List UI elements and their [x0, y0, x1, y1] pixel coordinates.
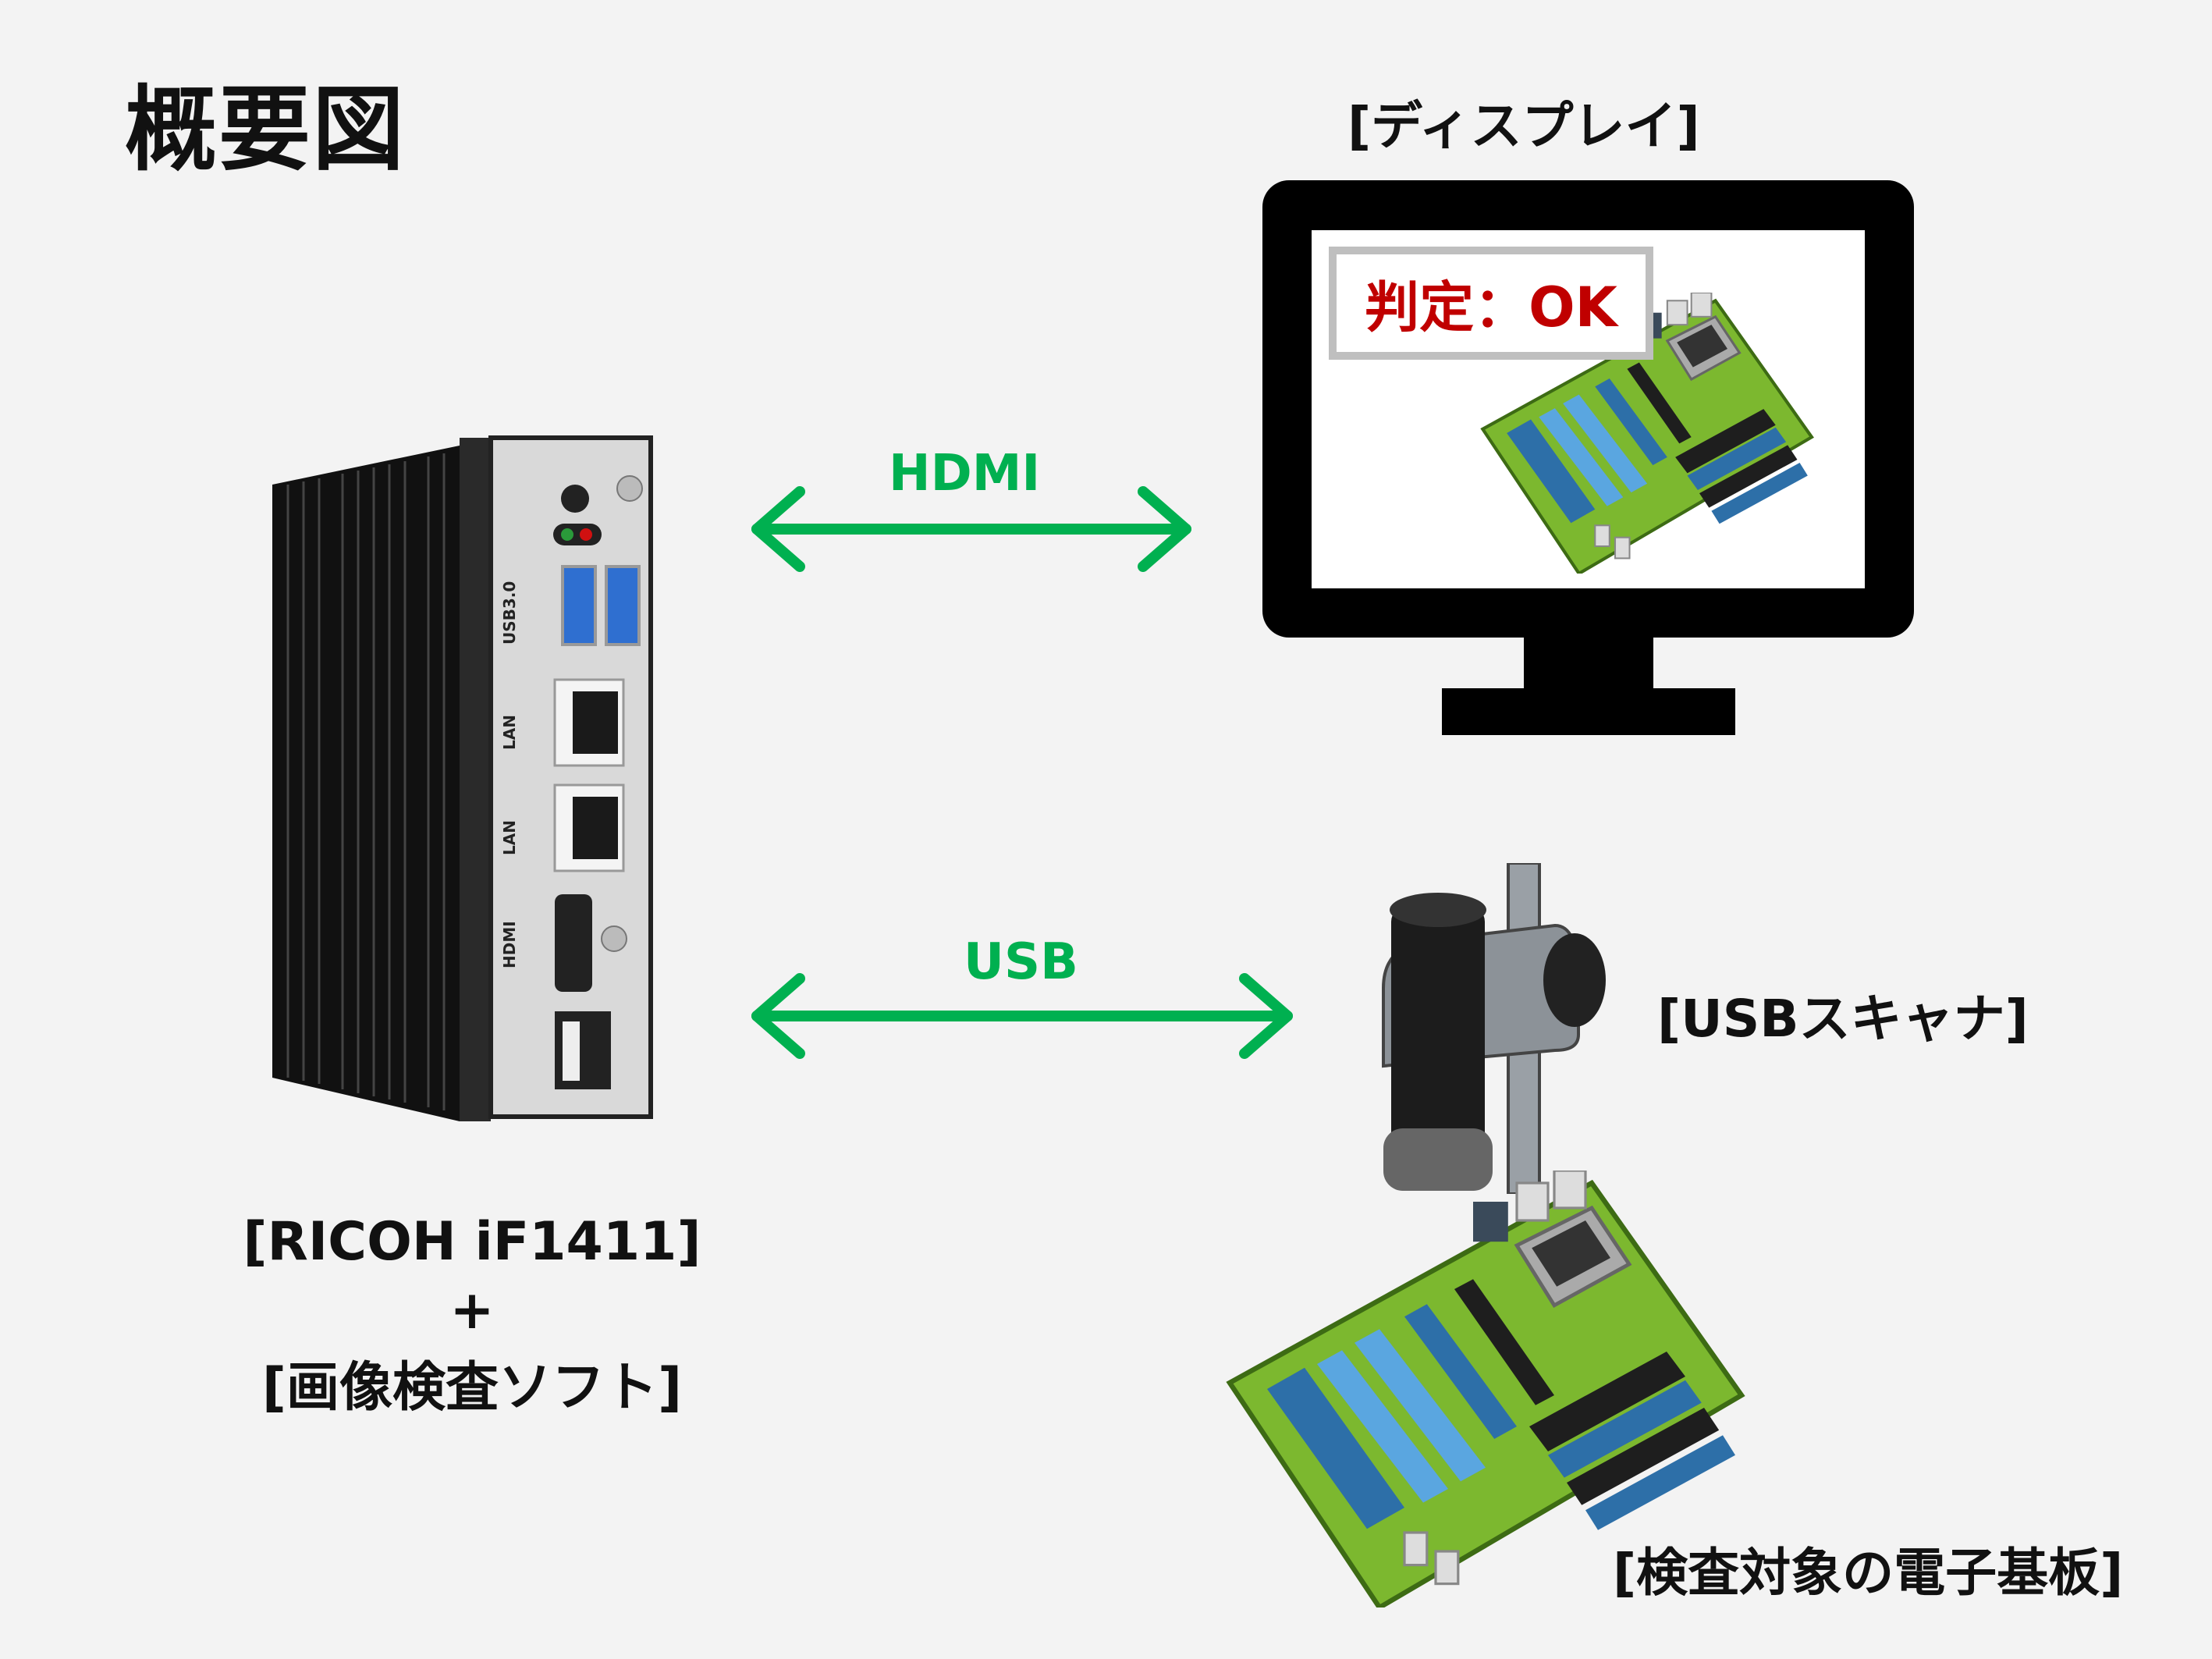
page-title: 概要図: [125, 76, 407, 183]
monitor-screen: 判定：OK: [1312, 230, 1865, 588]
ricoh-device-image: USB3.0 LAN LAN HDMI: [272, 430, 656, 1121]
monitor-icon: 判定：OK: [1262, 180, 1914, 638]
device-label: [RICOH iF1411]: [243, 1211, 701, 1273]
display-label: [ディスプレイ]: [1347, 96, 1700, 156]
monitor-stand-base: [1442, 688, 1735, 735]
monitor-stand-neck: [1524, 636, 1653, 691]
usb-port-label: USB3.0: [500, 581, 519, 645]
hdmi-port-label: HDMI: [500, 921, 519, 968]
lan1-port-label: LAN: [500, 715, 519, 750]
software-label: [画像検査ソフト]: [261, 1357, 683, 1419]
usb-double-arrow-icon: [751, 973, 1293, 1059]
judgement-result: 判定：OK: [1329, 247, 1653, 360]
hdmi-double-arrow-icon: [751, 486, 1191, 572]
board-label: [検査対象の電子基板]: [1613, 1543, 2124, 1603]
plus-sign: +: [449, 1280, 495, 1341]
usb-scanner-image: [1382, 863, 1606, 1194]
lan2-port-label: LAN: [500, 820, 519, 855]
usb-label: USB: [964, 933, 1078, 991]
hdmi-label: HDMI: [889, 445, 1041, 503]
scanner-label: [USBスキャナ]: [1657, 989, 2029, 1049]
